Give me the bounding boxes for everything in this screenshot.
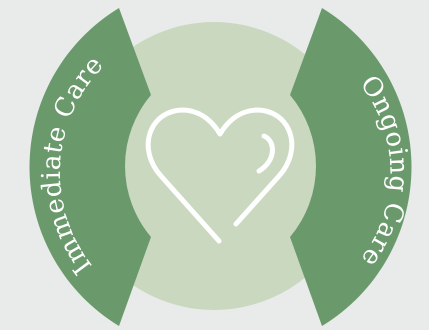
left-arc-segment — [29, 8, 151, 326]
heart-highlight — [256, 133, 275, 174]
heart-outline — [145, 107, 295, 244]
heart-icon — [145, 107, 295, 244]
right-arc-segment — [290, 8, 412, 326]
